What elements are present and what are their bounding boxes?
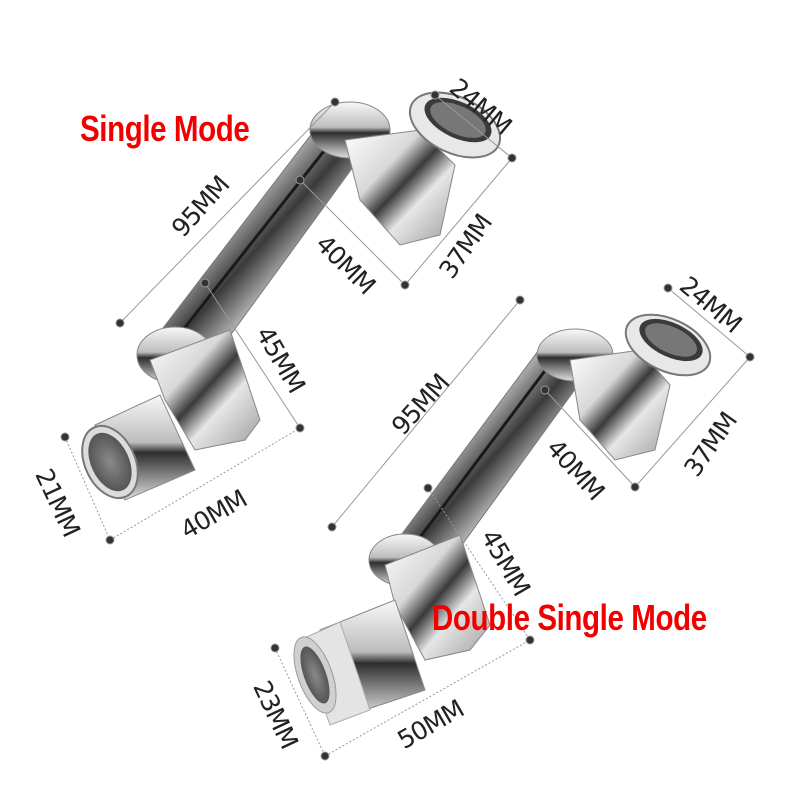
single-dimension-lines bbox=[60, 90, 517, 545]
double-mode-faucet bbox=[293, 313, 712, 726]
double-mode-label: Double Single Mode bbox=[432, 597, 707, 638]
double-dimension-lines bbox=[270, 283, 755, 761]
single-mode-faucet bbox=[81, 91, 502, 501]
single-mode-label: Single Mode bbox=[80, 108, 250, 149]
